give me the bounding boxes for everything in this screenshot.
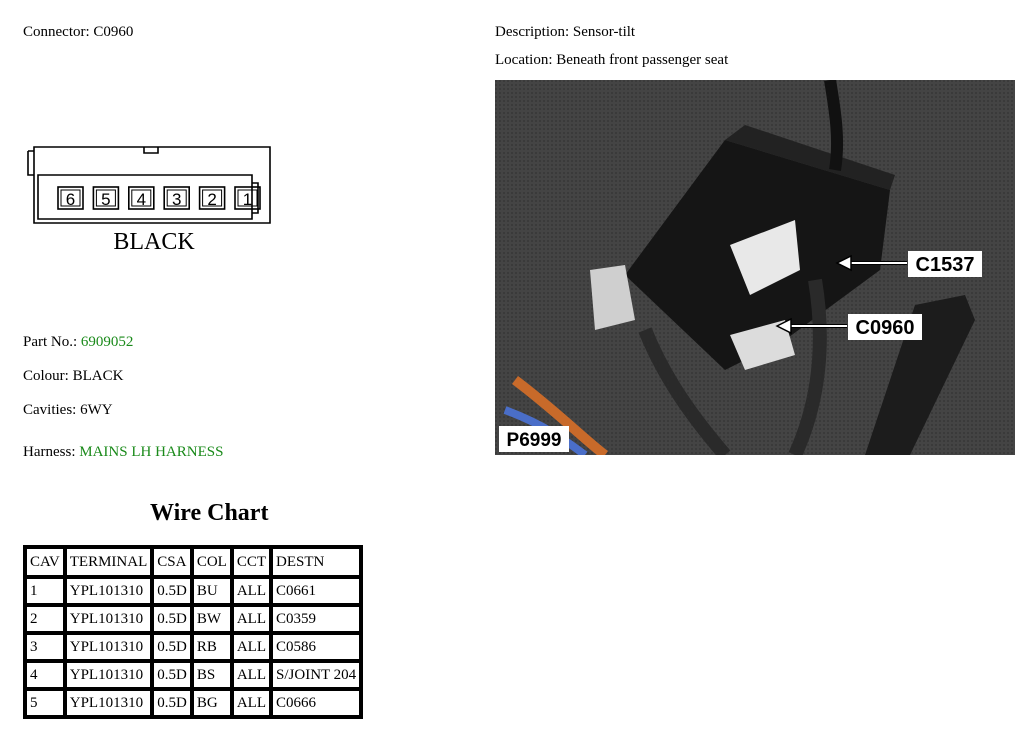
table-cell: ALL bbox=[231, 633, 272, 661]
table-cell: BG bbox=[191, 689, 232, 717]
part-no-link[interactable]: 6909052 bbox=[80, 334, 134, 350]
cavity-number: 1 bbox=[243, 190, 252, 209]
table-cell: ALL bbox=[231, 577, 272, 605]
colour-label: Colour: bbox=[23, 368, 69, 384]
cavity-box bbox=[234, 186, 261, 210]
table-cell: 1 bbox=[25, 577, 65, 605]
column-header: DESTN bbox=[271, 547, 362, 577]
table-cell: ALL bbox=[231, 661, 272, 689]
photo-illustration: C1537 C0960 P6999 bbox=[495, 80, 1015, 455]
cavity-box bbox=[128, 186, 155, 210]
cavity-inner-box bbox=[131, 189, 152, 207]
table-cell: S/JOINT 204 bbox=[271, 661, 362, 689]
cavities-label: Cavities: bbox=[23, 402, 77, 418]
part-no-label: Part No.: bbox=[23, 334, 78, 350]
table-cell: 0.5D bbox=[152, 661, 192, 689]
table-cell: ALL bbox=[231, 605, 272, 633]
table-cell: 0.5D bbox=[152, 689, 192, 717]
location-photo: C1537 C0960 P6999 bbox=[495, 80, 1015, 455]
table-cell: YPL101310 bbox=[64, 689, 153, 717]
cavities-field: Cavities: 6WY bbox=[23, 402, 113, 419]
table-cell: 0.5D bbox=[152, 577, 192, 605]
cavity-inner-box bbox=[166, 189, 187, 207]
table-cell: ALL bbox=[231, 689, 272, 717]
connector-field: Connector: C0960 bbox=[23, 24, 133, 41]
table-cell: BU bbox=[191, 577, 232, 605]
table-cell: 3 bbox=[25, 633, 65, 661]
cavity-box bbox=[163, 186, 190, 210]
cavity-number: 6 bbox=[66, 190, 75, 209]
table-cell: YPL101310 bbox=[64, 661, 153, 689]
table-cell: YPL101310 bbox=[64, 633, 153, 661]
table-cell: 0.5D bbox=[152, 605, 192, 633]
part-no-field: Part No.: 6909052 bbox=[23, 334, 133, 351]
description-field: Description: Sensor-tilt bbox=[495, 24, 635, 41]
cavity-inner-box bbox=[237, 189, 258, 207]
description-value: Sensor-tilt bbox=[572, 24, 636, 40]
harness-field: Harness: MAINS LH HARNESS bbox=[23, 444, 223, 461]
cavity-box bbox=[57, 186, 84, 210]
cavity-box bbox=[92, 186, 120, 210]
cavity-number: 5 bbox=[101, 190, 110, 209]
column-header: CSA bbox=[152, 547, 192, 577]
cavity-number: 2 bbox=[207, 190, 216, 209]
column-header: TERMINAL bbox=[64, 547, 153, 577]
harness-label: Harness: bbox=[23, 444, 76, 460]
location-field: Location: Beneath front passenger seat bbox=[495, 52, 728, 69]
table-cell: RB bbox=[191, 633, 232, 661]
harness-link[interactable]: MAINS LH HARNESS bbox=[79, 444, 224, 460]
column-header: COL bbox=[191, 547, 232, 577]
wire-chart-title: Wire Chart bbox=[150, 500, 269, 526]
connector-value: C0960 bbox=[93, 24, 134, 40]
location-value: Beneath front passenger seat bbox=[556, 52, 729, 68]
column-header: CCT bbox=[231, 547, 272, 577]
table-cell: 2 bbox=[25, 605, 65, 633]
cavities-value: 6WY bbox=[80, 402, 113, 418]
connector-face-diagram: 6 5 4 3 2 1 BLACK bbox=[27, 146, 271, 255]
table-cell: C0661 bbox=[271, 577, 362, 605]
cavity-box bbox=[198, 186, 226, 210]
table-cell: BS bbox=[191, 661, 232, 689]
callout-c1537: C1537 bbox=[916, 254, 975, 276]
cavity-inner-box bbox=[95, 189, 116, 207]
column-header: CAV bbox=[25, 547, 65, 577]
colour-value: BLACK bbox=[72, 368, 124, 384]
connector-label: Connector: bbox=[23, 24, 90, 40]
table-cell: 5 bbox=[25, 689, 65, 717]
table-cell: YPL101310 bbox=[64, 605, 153, 633]
table-cell: 4 bbox=[25, 661, 65, 689]
description-label: Description: bbox=[495, 24, 570, 40]
cavity-inner-box bbox=[60, 189, 81, 207]
table-cell: C0586 bbox=[271, 633, 362, 661]
location-label: Location: bbox=[495, 52, 553, 68]
cavity-number: 3 bbox=[172, 190, 181, 209]
table-cell: BW bbox=[191, 605, 232, 633]
table-cell: 0.5D bbox=[152, 633, 192, 661]
cavity-number: 4 bbox=[137, 190, 146, 209]
colour-field: Colour: BLACK bbox=[23, 368, 123, 385]
callout-c0960: C0960 bbox=[856, 317, 915, 339]
table-cell: C0359 bbox=[271, 605, 362, 633]
diagram-colour-label: BLACK bbox=[113, 229, 195, 255]
photo-id: P6999 bbox=[507, 430, 562, 451]
table-cell: YPL101310 bbox=[64, 577, 153, 605]
cavity-inner-box bbox=[202, 189, 223, 207]
table-cell: C0666 bbox=[271, 689, 362, 717]
